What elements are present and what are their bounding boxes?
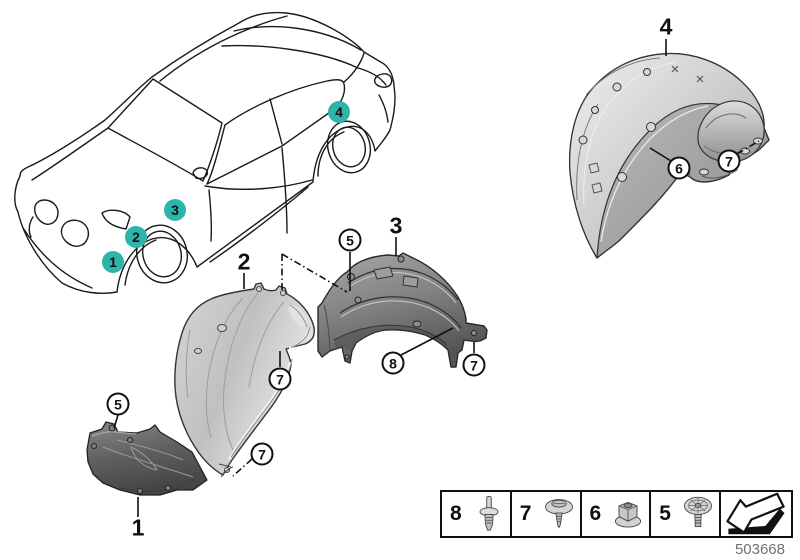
legend-num-5: 5: [659, 502, 671, 525]
car-callout-4[interactable]: 4: [328, 101, 350, 123]
car-callout-2[interactable]: 2: [125, 226, 147, 248]
legend-cell-plastic-nut[interactable]: 5: [651, 492, 721, 536]
fastener-callout-7a[interactable]: 7: [717, 149, 741, 173]
legend-num-6: 6: [589, 502, 602, 525]
legend-cell-hex-nut[interactable]: 6: [582, 492, 652, 536]
fastener-callout-5[interactable]: 5: [338, 228, 362, 252]
legend-cell-direction[interactable]: [721, 492, 791, 536]
hex-nut-icon: [615, 501, 642, 528]
legend-cell-screw[interactable]: 7: [512, 492, 582, 536]
fastener-callout-7b[interactable]: 7: [268, 367, 292, 391]
legend-num-7: 7: [519, 502, 532, 525]
part-4-drawing: [568, 52, 770, 259]
part-1-drawing: [86, 421, 208, 496]
part-label-1[interactable]: 1: [131, 514, 145, 541]
part-label-2[interactable]: 2: [237, 248, 251, 275]
car-callout-1[interactable]: 1: [102, 251, 124, 273]
rivet-icon: [479, 496, 499, 531]
fastener-legend: 8 7 6: [440, 490, 793, 538]
car-callout-3[interactable]: 3: [164, 199, 186, 221]
fastener-callout-5b[interactable]: 5: [106, 392, 130, 416]
leader-lines: [113, 39, 760, 517]
fastener-callout-8[interactable]: 8: [381, 351, 405, 375]
legend-num-8: 8: [450, 502, 462, 525]
part-label-4[interactable]: 4: [659, 13, 673, 40]
plastic-nut-icon: [684, 496, 712, 528]
fastener-callout-6[interactable]: 6: [667, 156, 691, 180]
legend-cell-rivet[interactable]: 8: [442, 492, 512, 536]
direction-arrow-icon: [726, 492, 785, 535]
part-2-drawing: [174, 282, 315, 478]
fastener-callout-7d[interactable]: 7: [250, 442, 274, 466]
part-3-drawing: [317, 252, 488, 368]
fastener-callout-7c[interactable]: 7: [462, 353, 486, 377]
car-outline-drawing: [14, 11, 396, 294]
document-number: 503668: [734, 541, 785, 558]
part-label-3[interactable]: 3: [389, 212, 403, 239]
screw-with-washer-icon: [544, 499, 573, 529]
